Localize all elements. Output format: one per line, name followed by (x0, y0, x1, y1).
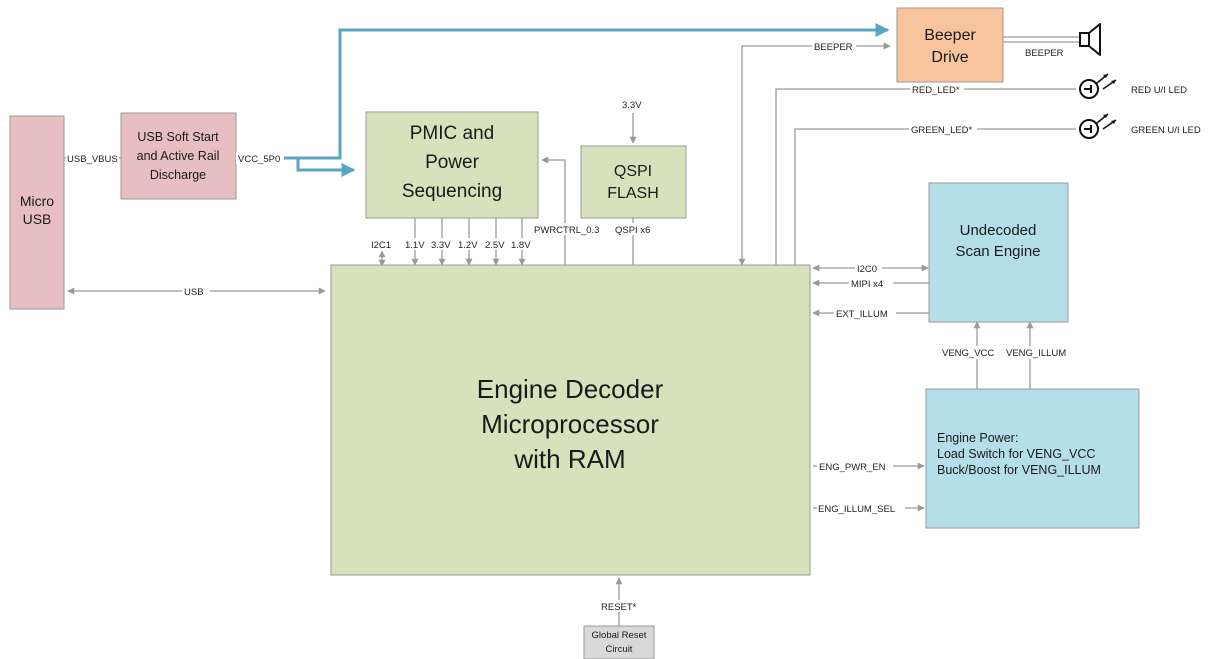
i2c0-label: I2C0 (857, 264, 877, 275)
green-led-wire (794, 128, 1076, 265)
mcu-block: Engine Decoder Microprocessor with RAM (330, 264, 811, 576)
beeper-out-label: BEEPER (1025, 48, 1064, 59)
eng-pwr-en-label: ENG_PWR_EN (819, 462, 886, 473)
reset-label: RESET* (601, 602, 637, 613)
engine-power-line3: Buck/Boost for VENG_ILLUM (937, 463, 1101, 477)
led-icon (1079, 113, 1117, 139)
beeper-power-wire (298, 23, 890, 160)
eng-illum-sel-label: ENG_ILLUM_SEL (818, 504, 895, 515)
mcu-line1: Engine Decoder (477, 374, 664, 404)
qspi-line1: QSPI (614, 163, 652, 180)
pmic-line2: Power (425, 152, 480, 173)
green-led-output-label: GREEN U/I LED (1131, 125, 1201, 136)
usb-label: USB (184, 287, 204, 298)
usb-soft-start-line2: and Active Rail (137, 149, 220, 163)
micro-usb-label-line2: USB (23, 211, 52, 227)
usb-vbus-label: USB_VBUS (67, 154, 118, 165)
i2c1-label: I2C1 (371, 240, 391, 251)
ext-illum-label: EXT_ILLUM (836, 309, 888, 320)
global-reset-block: Global Reset Circuit (583, 625, 655, 659)
engine-power-block: Engine Power: Load Switch for VENG_VCC B… (925, 388, 1140, 529)
red-led-label: RED_LED* (912, 85, 960, 96)
mcu-line2: Microprocessor (481, 409, 659, 439)
usb-soft-start-block: USB Soft Start and Active Rail Discharge (120, 112, 237, 200)
usb-soft-start-line1: USB Soft Start (137, 130, 219, 144)
pmic-block: PMIC and Power Sequencing (365, 111, 539, 219)
micro-usb-label-line1: Micro (20, 193, 54, 209)
rail-1v1-label: 1.1V (405, 240, 425, 251)
speaker-icon (1079, 23, 1101, 56)
red-led-output-label: RED U/I LED (1131, 85, 1187, 96)
vcc-5p0-label: VCC_5P0 (238, 154, 280, 165)
qspi-supply-label: 3.3V (622, 100, 642, 111)
mcu-line3: with RAM (513, 444, 625, 474)
usb-soft-start-line3: Discharge (150, 168, 206, 182)
rail-1v2-label: 1.2V (458, 240, 478, 251)
pmic-line1: PMIC and (410, 123, 494, 144)
scan-engine-block: Undecoded Scan Engine (928, 182, 1069, 323)
engine-power-line1: Engine Power: (937, 431, 1018, 445)
qspi-line2: FLASH (607, 185, 659, 202)
beeper-drive-line2: Drive (931, 49, 968, 66)
beeper-drive-line1: Beeper (924, 27, 976, 44)
scan-engine-line2: Scan Engine (955, 243, 1040, 260)
veng-vcc-label: VENG_VCC (942, 348, 994, 359)
scan-engine-line1: Undecoded (960, 222, 1037, 239)
veng-illum-label: VENG_ILLUM (1006, 348, 1066, 359)
red-led-wire (775, 88, 1076, 265)
beeper-drive-block: Beeper Drive (896, 7, 1004, 83)
pmic-line3: Sequencing (402, 181, 502, 202)
global-reset-line2: Circuit (606, 644, 633, 655)
global-reset-line1: Global Reset (592, 630, 647, 641)
beeper-in-label: BEEPER (814, 42, 853, 53)
beeper-signal-wire (738, 42, 891, 266)
pwrctrl-wire (541, 156, 566, 265)
signal-labels: USB_VBUS VCC_5P0 USB 3.3V I2C1 1.1V 3.3V… (66, 40, 1201, 613)
pwrctrl-label: PWRCTRL_0.3 (534, 225, 599, 236)
engine-power-line2: Load Switch for VENG_VCC (937, 447, 1095, 461)
rail-1v8-label: 1.8V (511, 240, 531, 251)
qspi-flash-block: QSPI FLASH (580, 145, 687, 219)
mipi-label: MIPI x4 (851, 279, 883, 290)
rail-2v5-label: 2.5V (485, 240, 505, 251)
micro-usb-block: Micro USB (9, 115, 65, 310)
qspi-x6-label: QSPI x6 (615, 225, 650, 236)
led-icon (1079, 73, 1117, 99)
rail-3v3-label: 3.3V (431, 240, 451, 251)
green-led-label: GREEN_LED* (911, 125, 973, 136)
